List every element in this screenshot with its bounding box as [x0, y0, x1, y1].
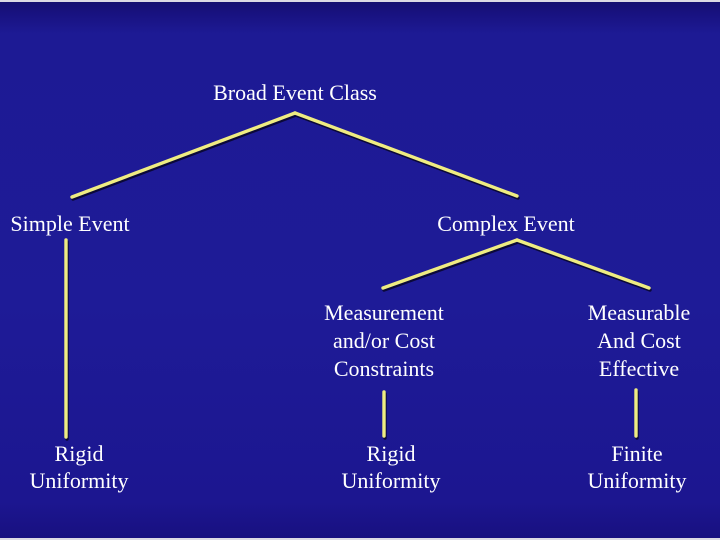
node-measurement-constraints: Measurement and/or Cost Constraints	[284, 299, 484, 383]
node-rigid-uniformity-left: Rigid Uniformity	[0, 440, 159, 494]
node-broad-event-class: Broad Event Class	[213, 80, 377, 105]
node-measurable-line-3: Effective	[598, 356, 680, 381]
node-rigid-uniformity-middle: Rigid Uniformity	[291, 440, 491, 494]
node-rigid-middle-line-1: Rigid	[366, 441, 416, 466]
connector-broad-to-complex	[293, 111, 519, 198]
connector-complex-to-measurable	[515, 238, 651, 290]
node-rigid-left-line-2: Uniformity	[29, 468, 129, 493]
node-rigid-left-line-1: Rigid	[54, 441, 104, 466]
node-measurable-cost-effective: Measurable And Cost Effective	[539, 299, 720, 383]
node-finite-line-2: Uniformity	[587, 468, 687, 493]
node-measurement-line-1: Measurement	[324, 300, 444, 325]
node-rigid-middle-line-2: Uniformity	[341, 468, 441, 493]
node-complex-event: Complex Event	[437, 211, 575, 236]
node-measurable-line-1: Measurable	[587, 300, 691, 325]
node-measurement-line-2: and/or Cost	[332, 328, 436, 353]
node-measurement-line-3: Constraints	[333, 356, 435, 381]
node-measurable-line-2: And Cost	[597, 328, 681, 353]
connector-complex-to-measurement	[381, 238, 519, 290]
node-finite-line-1: Finite	[611, 441, 663, 466]
node-simple-event: Simple Event	[10, 211, 130, 236]
node-finite-uniformity: Finite Uniformity	[537, 440, 720, 494]
connector-broad-to-simple	[70, 111, 297, 199]
